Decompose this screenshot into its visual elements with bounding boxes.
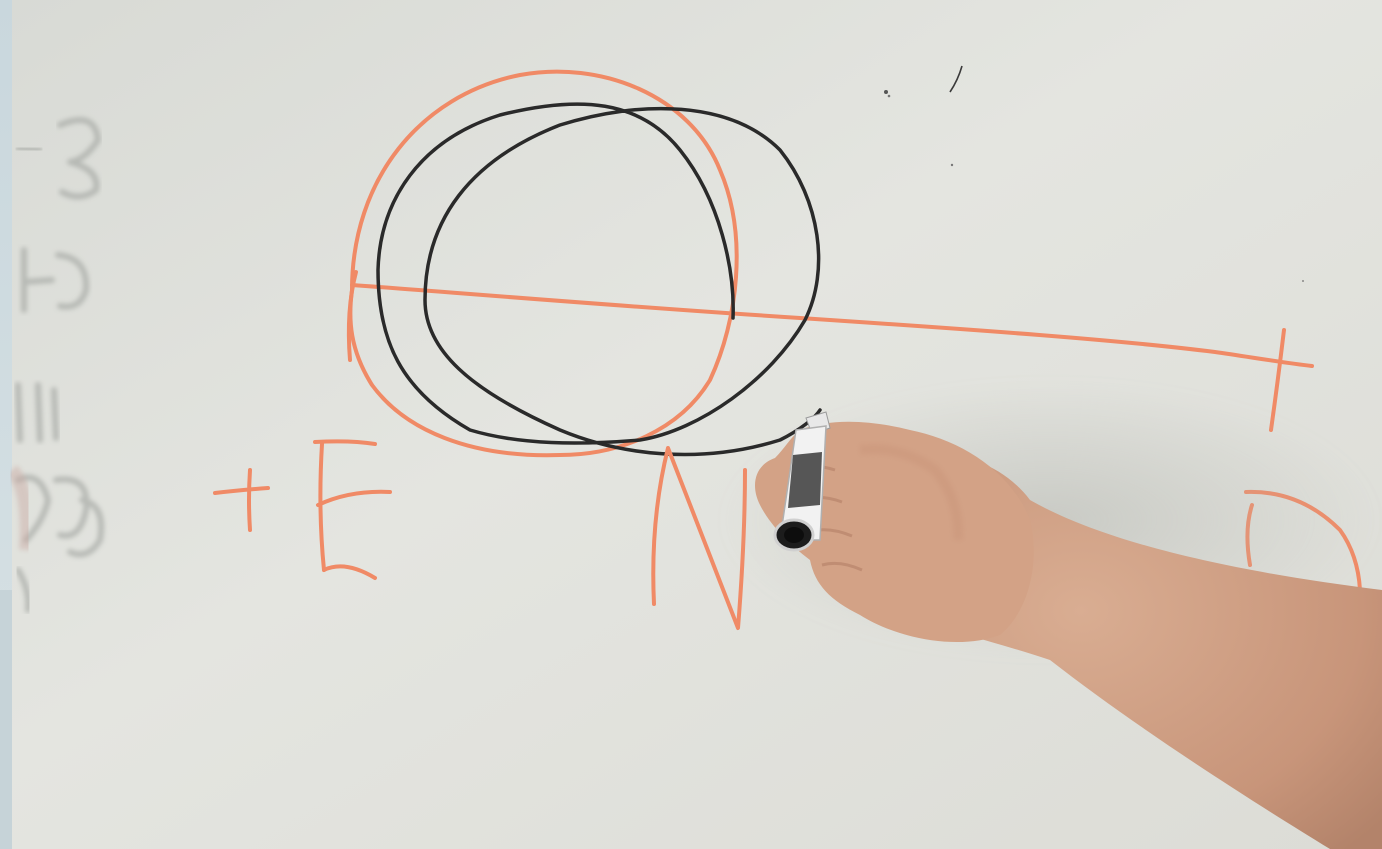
marker-label	[788, 452, 822, 508]
left-edge-corner	[0, 590, 12, 849]
